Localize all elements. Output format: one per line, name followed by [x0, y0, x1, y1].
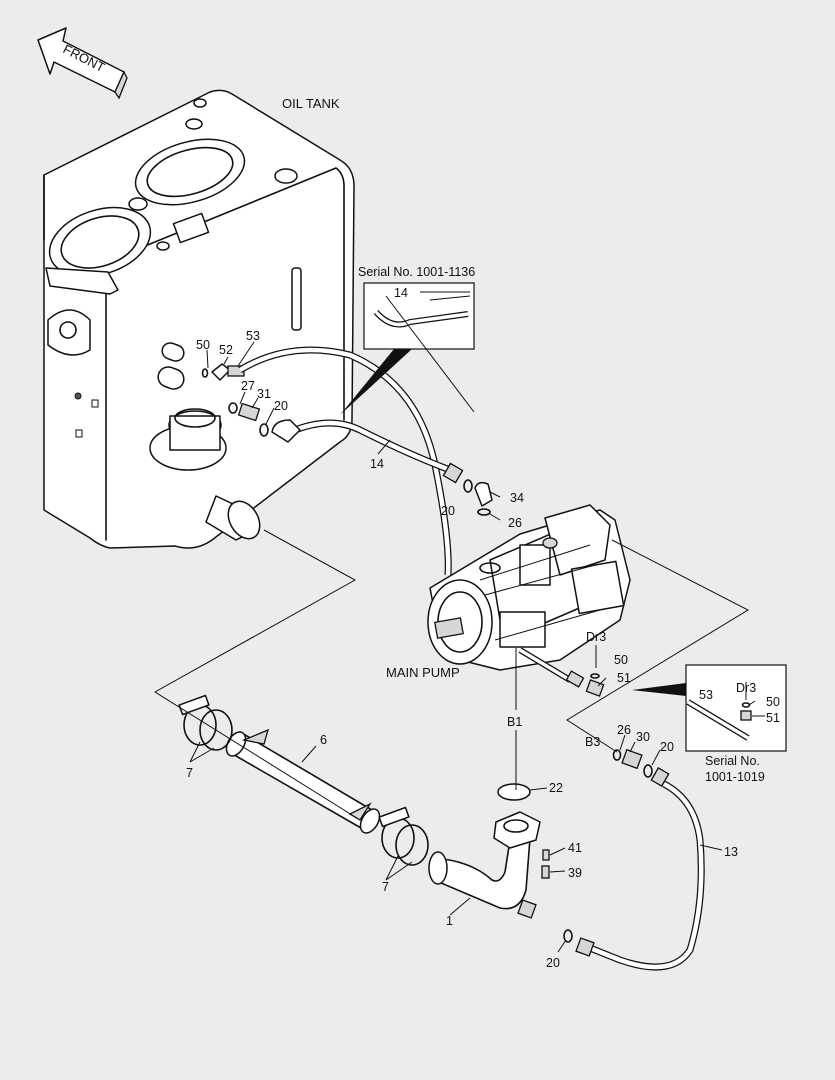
callout-53-inset: 53	[699, 688, 713, 702]
callout-7-lower: 7	[382, 880, 389, 894]
callout-27: 27	[241, 379, 255, 393]
main-pump: MAIN PUMP	[386, 504, 631, 697]
callout-b3: B3	[585, 735, 600, 749]
front-arrow: FRONT	[37, 27, 128, 100]
serial-1-label: Serial No. 1001-1136	[358, 265, 475, 279]
callout-b1: B1	[507, 715, 522, 729]
suction-pipe	[428, 783, 550, 919]
inset-serial-1: Serial No. 1001-1136	[340, 265, 475, 415]
callout-20-b3: 20	[660, 740, 674, 754]
callout-dr3: Dr3	[586, 630, 606, 644]
callouts: 50 52 53 27 31 20 14 14 20 34 26 Dr3 50 …	[186, 286, 780, 970]
callout-51: 51	[617, 671, 631, 685]
callout-14: 14	[370, 457, 384, 471]
callout-53: 53	[246, 329, 260, 343]
inset-serial-2: Serial No. 1001-1019	[632, 664, 787, 784]
callout-dr3-inset: Dr3	[736, 681, 756, 695]
callout-41: 41	[568, 841, 582, 855]
callout-50-inset: 50	[766, 695, 780, 709]
oil-tank-label: OIL TANK	[282, 96, 340, 111]
callout-20-lower: 20	[546, 956, 560, 970]
left-fittings	[157, 342, 269, 437]
callout-51-inset: 51	[766, 711, 780, 725]
callout-20-pump: 20	[441, 504, 455, 518]
callout-26-b3: 26	[617, 723, 631, 737]
callout-7-upper: 7	[186, 766, 193, 780]
callout-50: 50	[196, 338, 210, 352]
callout-52: 52	[219, 343, 233, 357]
serial-2-label-a: Serial No.	[705, 754, 760, 768]
main-pump-label: MAIN PUMP	[386, 665, 460, 680]
callout-13: 13	[724, 845, 738, 859]
callout-31: 31	[257, 387, 271, 401]
callout-1: 1	[446, 914, 453, 928]
oil-tank	[43, 89, 355, 549]
serial-2-label-b: 1001-1019	[705, 770, 765, 784]
hose-6-and-clamps	[178, 694, 429, 866]
callout-50-drain: 50	[614, 653, 628, 667]
callout-30: 30	[636, 730, 650, 744]
callout-39: 39	[568, 866, 582, 880]
callout-20: 20	[274, 399, 288, 413]
callout-26: 26	[508, 516, 522, 530]
hoses-upper	[238, 346, 493, 576]
callout-6: 6	[320, 733, 327, 747]
callout-34: 34	[510, 491, 524, 505]
leader-lines	[154, 295, 765, 953]
hose-13-assembly	[563, 748, 705, 971]
callout-14-inset: 14	[394, 286, 408, 300]
callout-22: 22	[549, 781, 563, 795]
